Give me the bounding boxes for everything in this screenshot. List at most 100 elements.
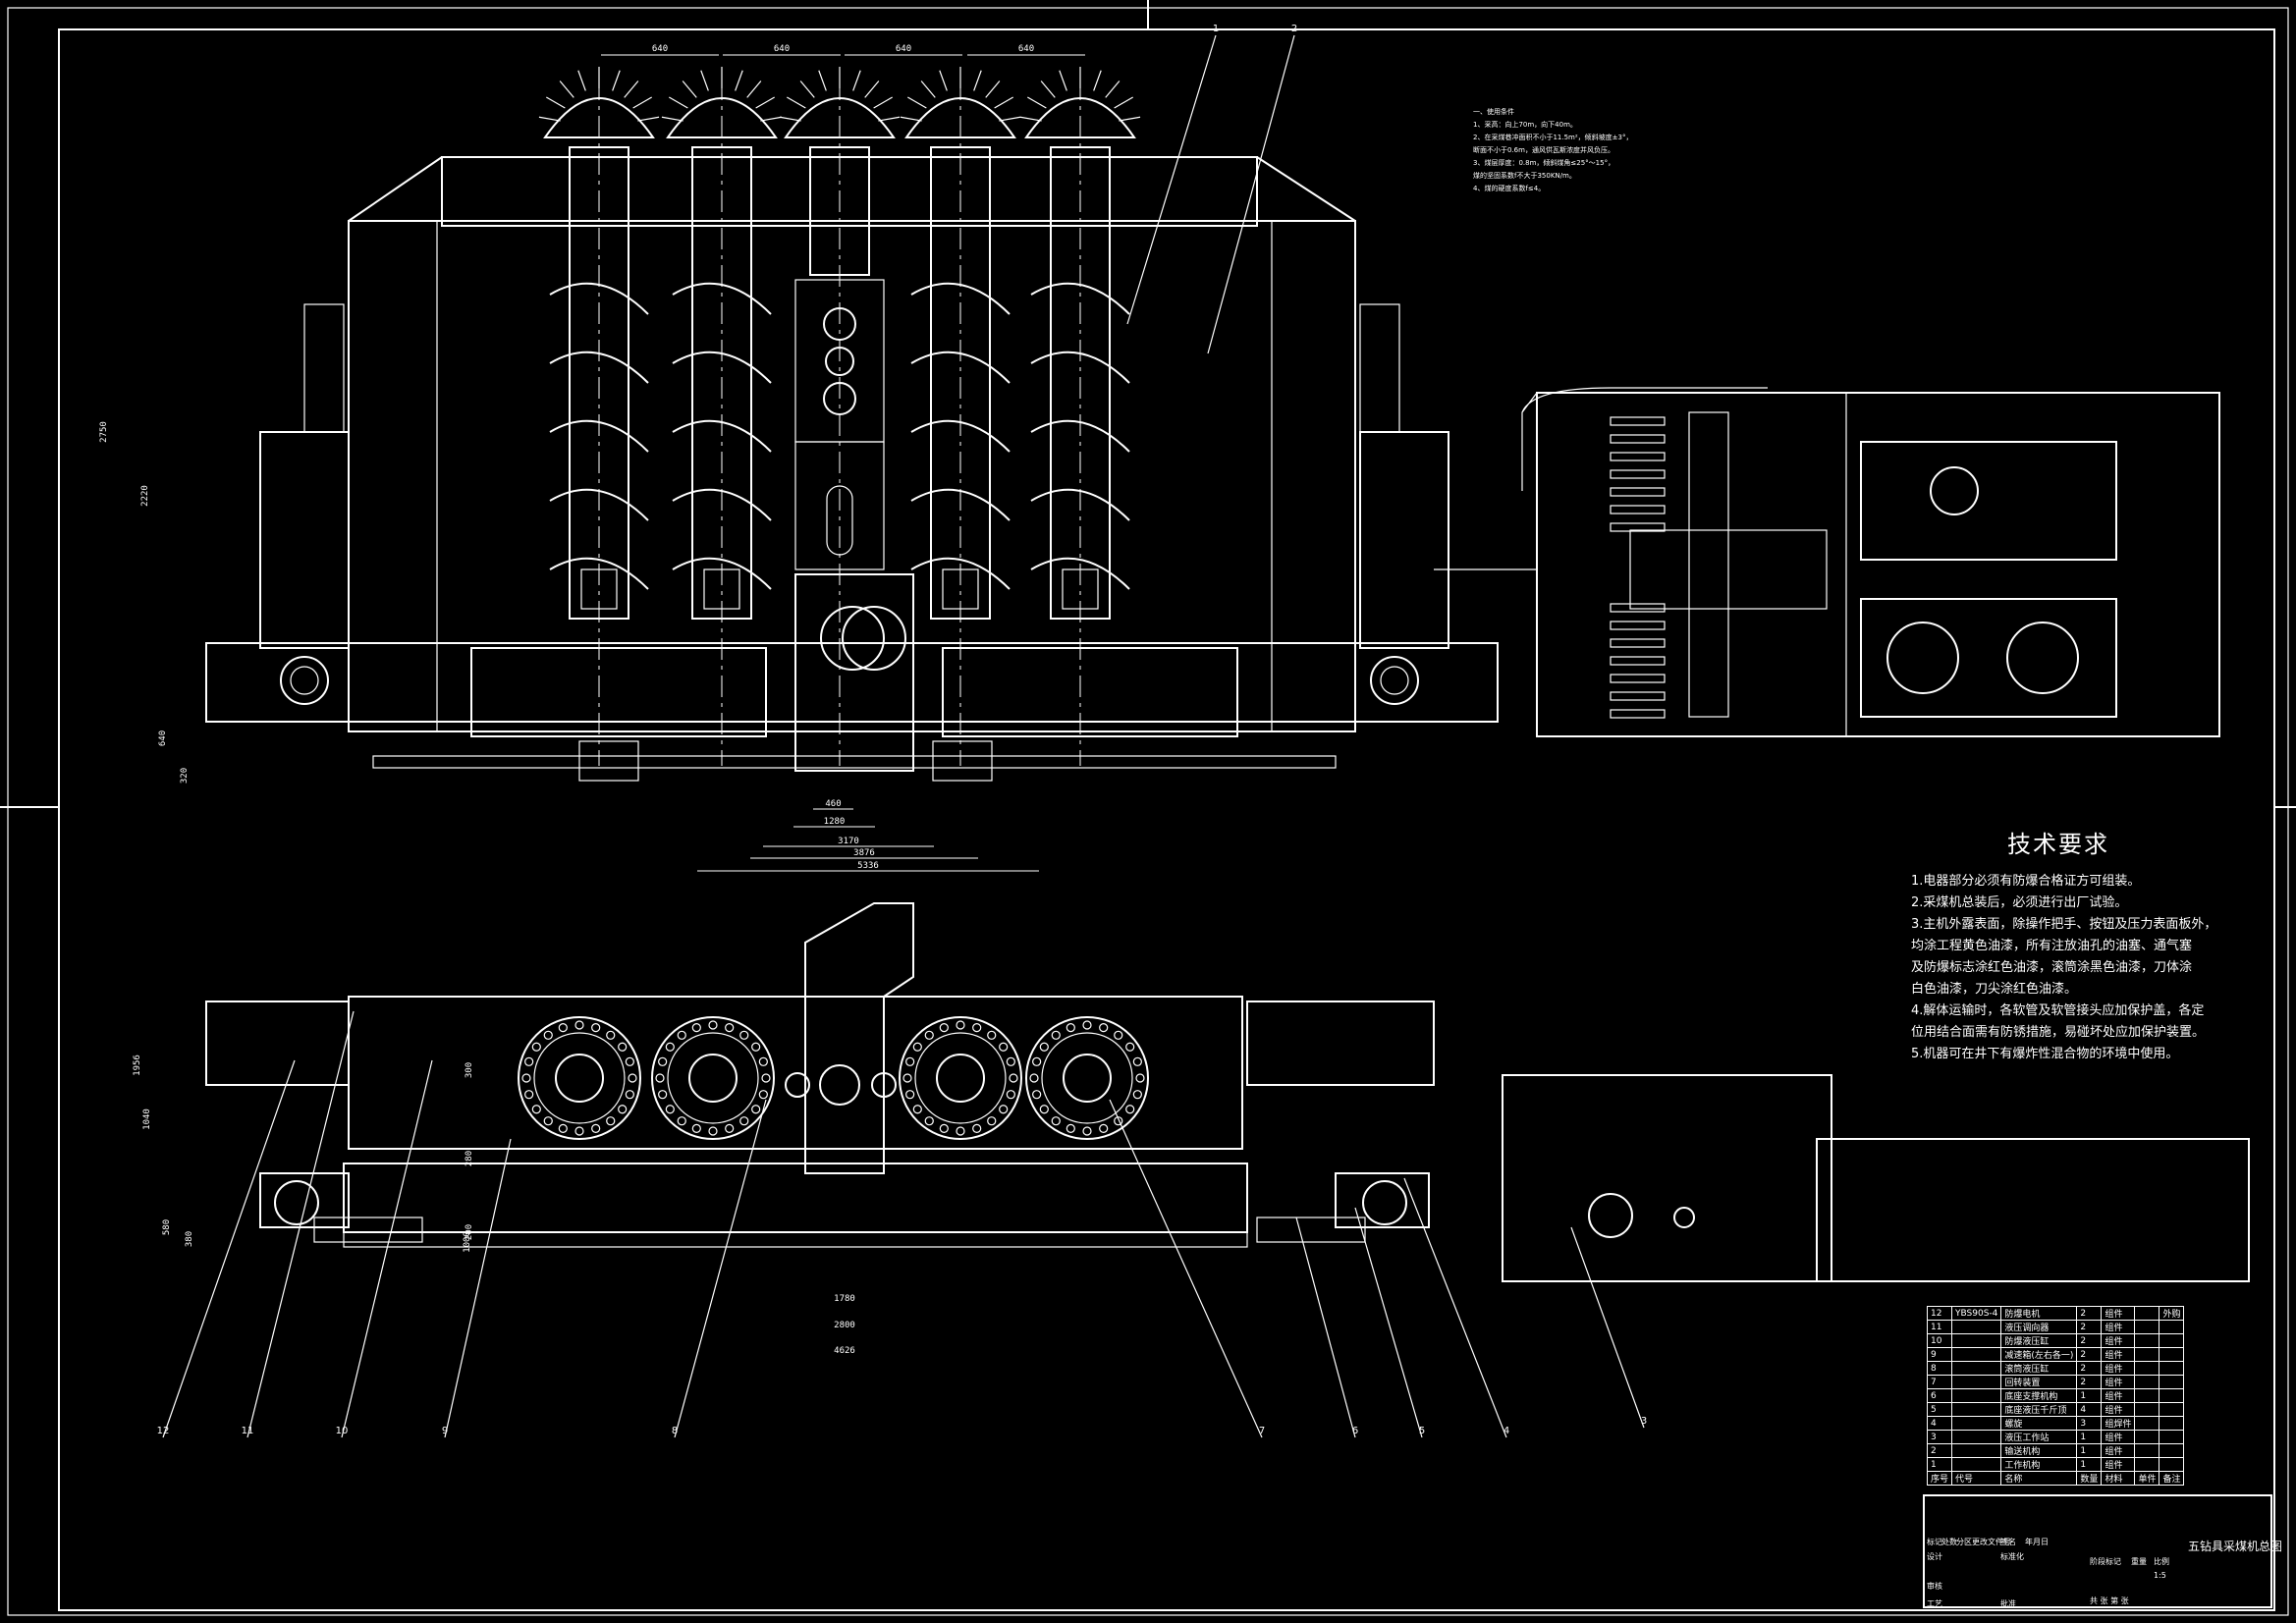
title-block-cell: 年月日 (2025, 1538, 2049, 1546)
dimension-label: 1780 (834, 1294, 855, 1304)
side-view-right (1434, 387, 2220, 737)
bom-cell: 1 (2076, 1388, 2103, 1403)
bom-cell (2134, 1457, 2160, 1472)
usage-item: 煤的坚固系数f不大于350KN/m。 (1473, 172, 1576, 180)
bom-cell: 组件 (2101, 1306, 2136, 1321)
dimension-label: 4626 (834, 1346, 855, 1356)
tech-item: 均涂工程黄色油漆，所有注放油孔的油塞、通气塞 (1911, 939, 2193, 953)
title-block-cell: 更改文件号 (1972, 1538, 2011, 1546)
bom-cell: 组件 (2101, 1333, 2136, 1348)
bom-cell: 组件 (2101, 1375, 2136, 1389)
bom-cell (2134, 1443, 2160, 1458)
tech-item: 4.解体运输时，各软管及软管接头应加保护盖，各定 (1911, 1003, 2205, 1018)
dimension-label: 640 (774, 44, 790, 54)
plan-view (205, 67, 1499, 782)
bom-cell: 组件 (2101, 1347, 2136, 1362)
bom-cell (1951, 1443, 2002, 1458)
bom-cell (2159, 1320, 2185, 1334)
part-balloon: 4 (1503, 1426, 1509, 1436)
bom-cell: 12 (1926, 1306, 1953, 1321)
hose-fitting (1610, 621, 1666, 630)
tech-item: 1.电器部分必须有防爆合格证方可组装。 (1911, 874, 2141, 889)
hose-fitting (1610, 709, 1666, 719)
drawing-title: 五钻具采煤机总图 (2188, 1540, 2283, 1553)
usage-title: 一、使用条件 (1473, 108, 1514, 116)
title-block (1923, 1494, 2272, 1608)
bom-cell: 滚筒液压缸 (2000, 1361, 2078, 1376)
bom-cell (2134, 1320, 2160, 1334)
auger-drill (1019, 67, 1141, 766)
bom-cell: 2 (2076, 1375, 2103, 1389)
title-block-cell: 重量 (2131, 1557, 2147, 1566)
dimension-label: 200 (465, 1224, 474, 1240)
dimension-label: 3170 (838, 837, 859, 846)
bom-cell: 液压工作站 (2000, 1430, 2078, 1444)
bom-cell: 防爆液压缸 (2000, 1333, 2078, 1348)
bom-cell (2134, 1333, 2160, 1348)
bom-cell: 外购 (2159, 1306, 2185, 1321)
tech-item: 白色油漆，刀尖涂红色油漆。 (1911, 982, 2078, 997)
leader-line (1570, 1226, 1645, 1429)
bom-cell: 2 (2076, 1306, 2103, 1321)
dimension-label: 640 (652, 44, 668, 54)
leader-line (444, 1138, 512, 1438)
bom-cell: 2 (1926, 1443, 1953, 1458)
bom-cell: 4 (1926, 1416, 1953, 1431)
leader-line (1403, 1177, 1507, 1438)
bom-cell: 组件 (2101, 1457, 2136, 1472)
bom-cell (2134, 1416, 2160, 1431)
auger-drill (538, 67, 660, 766)
cutting-drum (518, 1016, 641, 1140)
bom-cell (1951, 1333, 2002, 1348)
dimension-label: 300 (465, 1062, 474, 1078)
usage-item: 断面不小于0.6m，通风供瓦斯浓度并风负压。 (1473, 146, 1614, 154)
bom-cell: 组件 (2101, 1402, 2136, 1417)
bom-cell: 组件 (2101, 1388, 2136, 1403)
hose-fitting (1610, 674, 1666, 683)
tech-item: 5.机器可在井下有爆炸性混合物的环境中使用。 (1911, 1047, 2179, 1061)
bom-cell: 底座液压千斤顶 (2000, 1402, 2078, 1417)
bom-cell: 7 (1926, 1375, 1953, 1389)
bom-cell (2159, 1375, 2185, 1389)
front-elevation (205, 902, 2250, 1282)
bom-header-cell: 数量 (2076, 1471, 2103, 1486)
bom-cell: 回转装置 (2000, 1375, 2078, 1389)
bom-cell: 1 (2076, 1457, 2103, 1472)
dimension-label: 2800 (834, 1321, 855, 1330)
leader-line (1354, 1207, 1423, 1438)
bom-cell: 防爆电机 (2000, 1306, 2078, 1321)
title-block-cell: 1:5 (2154, 1571, 2166, 1580)
part-balloon: 11 (242, 1426, 254, 1436)
technical-requirements: 技术要求 1.电器部分必须有防爆合格证方可组装。 2.采煤机总装后，必须进行出厂… (1911, 825, 2235, 1065)
leader-line (1109, 1099, 1263, 1438)
hose-fitting (1610, 505, 1666, 514)
bom-cell: 螺旋 (2000, 1416, 2078, 1431)
auger-drill (661, 67, 783, 766)
hose-fitting (1610, 656, 1666, 666)
bom-cell (1951, 1402, 2002, 1417)
cutting-drum (651, 1016, 775, 1140)
bom-cell: 6 (1926, 1388, 1953, 1403)
title-block-cell: 审核 (1927, 1582, 1942, 1591)
title-block-cell: 阶段标记 (2090, 1557, 2121, 1566)
hose-fitting (1610, 603, 1666, 613)
leader-line (674, 1099, 767, 1438)
dimension-label: 580 (162, 1219, 172, 1235)
bom-cell (2134, 1375, 2160, 1389)
tech-item: 及防爆标志涂红色油漆，滚筒涂黑色油漆，刀体涂 (1911, 960, 2193, 975)
leader-line (1126, 34, 1217, 325)
part-balloon: 5 (1419, 1426, 1425, 1436)
dimension-label: 1280 (824, 817, 846, 827)
auger-drill (779, 67, 901, 766)
hose-fitting (1610, 487, 1666, 497)
hose-fitting (1610, 638, 1666, 648)
